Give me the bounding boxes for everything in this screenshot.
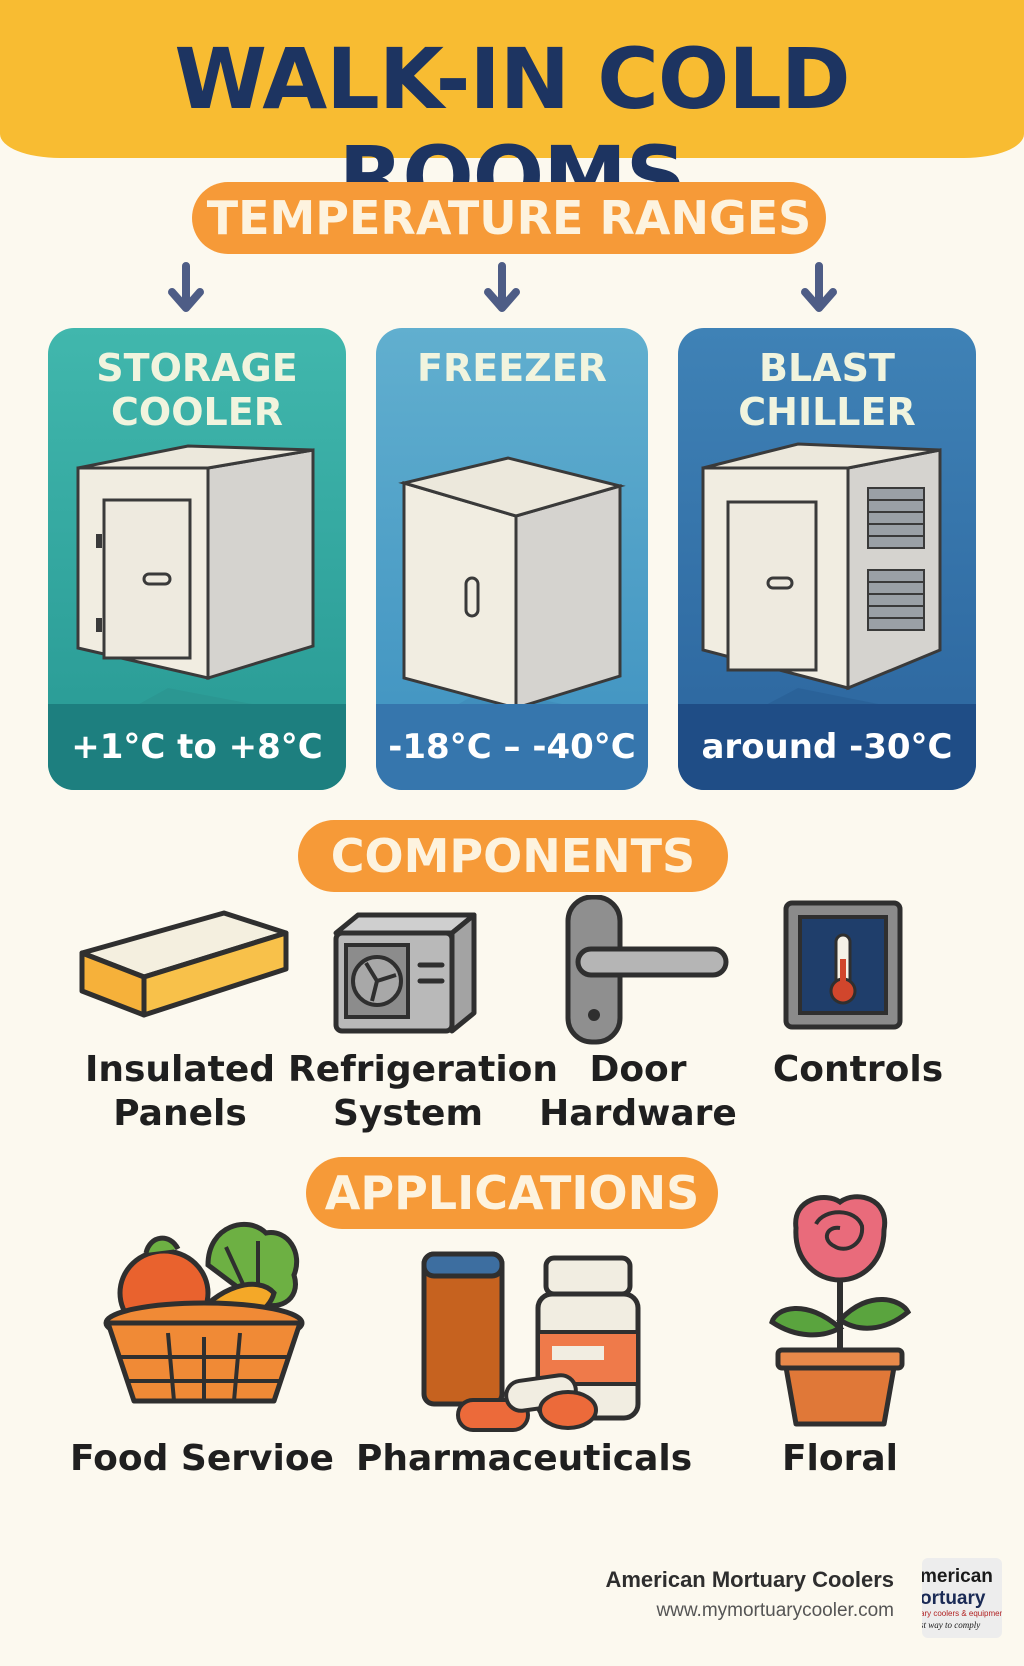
- arrow-down-icon: [484, 262, 520, 312]
- temperature-range: around -30°C: [678, 704, 976, 790]
- food-basket-icon: [103, 1222, 305, 1404]
- insulated-panel-icon: [79, 910, 289, 1018]
- application-label: Floral: [781, 1438, 899, 1479]
- potted-rose-icon: [769, 1194, 912, 1427]
- card-title: STORAGE COOLER: [96, 346, 298, 434]
- card-title: FREEZER: [417, 346, 607, 390]
- svg-text:merican: merican: [922, 1566, 993, 1587]
- company-logo: merican ortuary ary coolers & equipment …: [922, 1558, 1002, 1638]
- component-label: Refrigeration System: [288, 1049, 559, 1134]
- application-label: Pharmaceuticals: [356, 1438, 693, 1479]
- application-label: Food Servioe: [70, 1438, 334, 1479]
- footer-brand: American Mortuary Coolers: [605, 1567, 894, 1592]
- footer-url[interactable]: www.mymortuarycooler.com: [656, 1600, 894, 1621]
- svg-text:st way to comply: st way to comply: [922, 1620, 980, 1630]
- component-label: Insulated Panels: [84, 1049, 276, 1134]
- storage-cooler-card: STORAGE COOLER +1°C to +8°C: [48, 328, 346, 790]
- component-label: Controls: [772, 1049, 944, 1090]
- header-banner: [0, 0, 1024, 158]
- arrow-down-icon: [168, 262, 204, 312]
- component-label: Door Hardware: [539, 1049, 737, 1134]
- thermometer-control-icon: [783, 900, 903, 1030]
- components-heading: COMPONENTS: [298, 820, 728, 892]
- temperature-range: -18°C – -40°C: [376, 704, 648, 790]
- blast-chiller-card: BLAST CHILLER around -30°C: [678, 328, 976, 790]
- medicine-bottle-icon: [421, 1251, 641, 1432]
- arrow-down-icon: [801, 262, 837, 312]
- freezer-card: FREEZER -18°C – -40°C: [376, 328, 648, 790]
- temperature-ranges-heading: TEMPERATURE RANGES: [192, 182, 826, 254]
- vent-grille-icon: [867, 487, 925, 631]
- svg-text:ary coolers & equipment: ary coolers & equipment: [922, 1609, 1002, 1618]
- refrigeration-unit-icon: [333, 912, 477, 1034]
- card-title: BLAST CHILLER: [738, 346, 916, 434]
- logo-mark: merican ortuary ary coolers & equipment …: [922, 1566, 1002, 1630]
- door-handle-icon: [565, 895, 729, 1045]
- temperature-range: +1°C to +8°C: [48, 704, 346, 790]
- applications-heading: APPLICATIONS: [306, 1157, 718, 1229]
- svg-text:ortuary: ortuary: [922, 1588, 986, 1609]
